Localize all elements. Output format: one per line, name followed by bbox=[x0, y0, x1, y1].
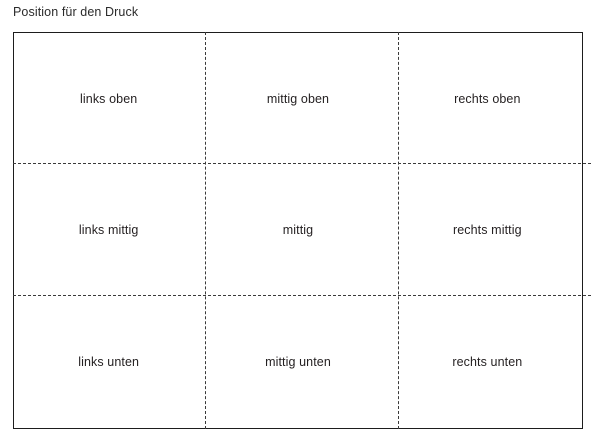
position-cell-label: mittig oben bbox=[266, 91, 330, 106]
position-cell-grid: links oben mittig oben rechts oben links… bbox=[14, 33, 582, 428]
position-cell-links-oben[interactable]: links oben bbox=[14, 33, 203, 165]
page-title: Position für den Druck bbox=[13, 5, 139, 19]
position-cell-label: mittig unten bbox=[265, 355, 331, 370]
position-cell-label: rechts mittig bbox=[452, 223, 522, 238]
position-cell-mittig-unten[interactable]: mittig unten bbox=[203, 296, 392, 428]
position-cell-label: mittig bbox=[282, 223, 314, 238]
position-cell-links-unten[interactable]: links unten bbox=[14, 296, 203, 428]
vertical-guide-line-right bbox=[398, 32, 399, 429]
position-cell-label: links oben bbox=[80, 91, 138, 106]
position-cell-mittig-oben[interactable]: mittig oben bbox=[203, 33, 392, 165]
position-cell-label: rechts unten bbox=[452, 355, 523, 370]
horizontal-guide-line-top bbox=[13, 163, 591, 164]
position-cell-label: rechts oben bbox=[454, 91, 521, 106]
horizontal-guide-line-bottom bbox=[13, 295, 591, 296]
position-cell-rechts-unten[interactable]: rechts unten bbox=[393, 296, 582, 428]
position-cell-rechts-mittig[interactable]: rechts mittig bbox=[393, 165, 582, 297]
print-area-frame bbox=[13, 32, 583, 429]
position-cell-label: links unten bbox=[78, 355, 140, 370]
vertical-guide-line-left bbox=[205, 32, 206, 429]
position-cell-mittig[interactable]: mittig bbox=[203, 165, 392, 297]
position-cell-rechts-oben[interactable]: rechts oben bbox=[393, 33, 582, 165]
position-cell-links-mittig[interactable]: links mittig bbox=[14, 165, 203, 297]
position-cell-label: links mittig bbox=[78, 223, 139, 238]
